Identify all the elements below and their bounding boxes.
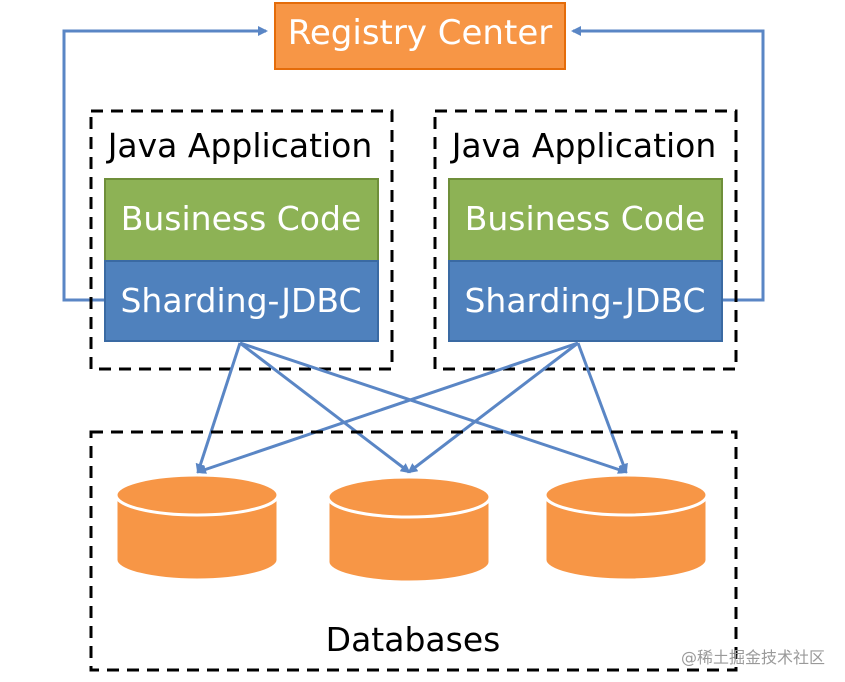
right-registry-connector [571,26,765,302]
java-application-right-title: Java Application [450,126,717,165]
sharding-jdbc-left-label: Sharding-JDBC [120,281,361,320]
right-to-db2-arrow [407,341,579,474]
watermark: @稀土掘金技术社区 [680,648,825,667]
left-to-db3-arrow [239,341,628,475]
business-code-left-box [104,178,379,262]
sharding-jdbc-right-box [448,260,723,342]
databases-group: Databases [89,430,738,672]
database-cylinder-2 [326,475,492,584]
business-code-right-label: Business Code [465,199,706,238]
registry-center-box [274,2,566,70]
java-application-left-title: Java Application [106,126,373,165]
right-to-db3-arrow [576,342,628,474]
left-registry-connector [62,26,268,302]
left-to-db1-arrow [195,342,242,474]
sharding-jdbc-left-box [104,260,379,342]
business-code-left-label: Business Code [121,199,362,238]
java-application-right-border [433,109,738,371]
java-application-left-border [89,109,394,371]
db-connectors [195,341,628,475]
database-cylinder-1 [114,473,280,582]
databases-label: Databases [326,620,501,659]
registry-center-label: Registry Center [288,13,552,53]
registry-center: Registry Center [274,2,566,70]
databases-border [89,430,738,672]
left-to-db2-arrow [239,341,411,474]
java-application-right: Java Application Business Code Sharding-… [433,109,738,371]
database-cylinder-3 [543,473,709,582]
sharding-jdbc-right-label: Sharding-JDBC [464,281,705,320]
right-to-db1-arrow [196,341,579,475]
java-application-left: Java Application Business Code Sharding-… [89,109,394,371]
registry-connectors [62,26,765,302]
